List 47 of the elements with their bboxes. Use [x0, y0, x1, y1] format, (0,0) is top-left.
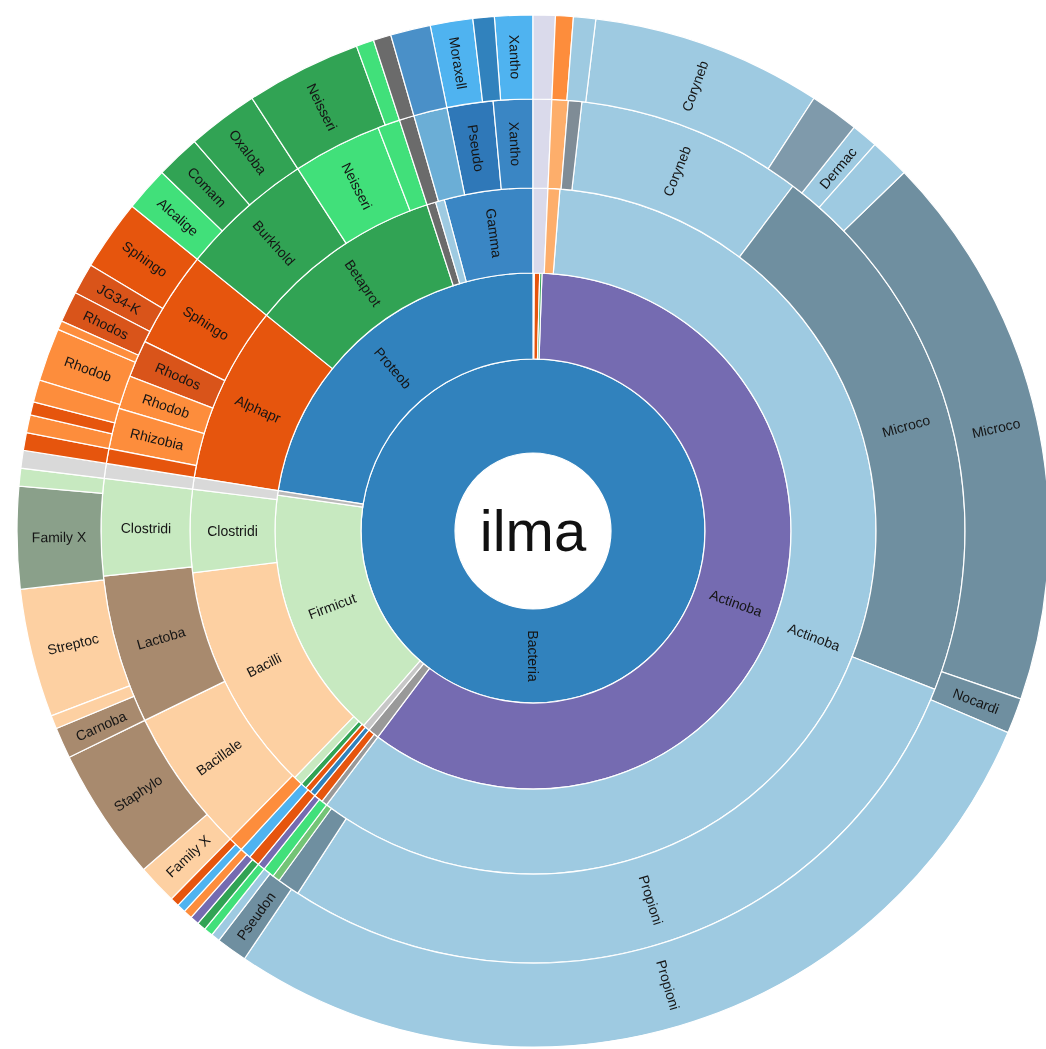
sunburst-segment: [191, 476, 279, 501]
sunburst-segment: [566, 16, 597, 103]
sunburst-segment: [372, 34, 415, 121]
segment-label: Streptoc: [45, 630, 100, 657]
sunburst-segment: [543, 187, 561, 275]
sunburst-segment: [355, 39, 401, 126]
sunburst-segment: [276, 490, 364, 508]
sunburst-segment: [560, 99, 583, 191]
sunburst-segment: [547, 98, 569, 190]
segment-label: Xantho: [507, 121, 524, 167]
sunburst-segment: [551, 14, 575, 101]
sunburst-segment: [29, 401, 116, 435]
sunburst-segment: [532, 14, 557, 100]
sunburst-segment: [472, 15, 502, 103]
sunburst-segment: [25, 414, 113, 450]
sunburst-segment: [278, 807, 347, 894]
sunburst-segment: [390, 24, 448, 117]
segment-label: Microco: [970, 416, 1022, 441]
segment-label: Bacteria: [526, 630, 540, 682]
sunburst-segment: [398, 115, 440, 206]
sunburst-segment: [363, 660, 425, 731]
sunburst-segment: [434, 199, 467, 285]
sunburst-segment: [413, 107, 466, 202]
sunburst-segment: [443, 187, 534, 283]
sunburst-segment: [767, 97, 855, 194]
sunburst-segment: [536, 272, 543, 360]
sunburst-segment: [20, 449, 107, 479]
segment-label: Microco: [880, 412, 932, 440]
segment-label: Rhizobia: [128, 425, 185, 453]
sunburst-segment: [22, 431, 110, 465]
center-label: ilma: [479, 502, 587, 560]
segment-label: Lactoba: [134, 624, 187, 652]
segment-label: Clostridi: [207, 524, 258, 538]
sunburst-segment: [229, 775, 302, 851]
sunburst-segment: [377, 119, 428, 212]
sunburst-segment: [16, 485, 105, 590]
segment-label: Moraxell: [446, 35, 470, 91]
segment-label: Xantho: [507, 34, 524, 80]
segment-label: Gamma: [483, 207, 504, 259]
segment-label: Family X: [31, 529, 87, 545]
sunburst-segment: [294, 716, 360, 785]
sunburst-segment: [818, 143, 905, 232]
sunburst-segment: [18, 467, 105, 494]
sunburst-segment: [191, 561, 355, 779]
sunburst-segment: [532, 187, 549, 274]
sunburst-segment: [532, 98, 553, 189]
segment-label: Pseudo: [466, 123, 487, 173]
